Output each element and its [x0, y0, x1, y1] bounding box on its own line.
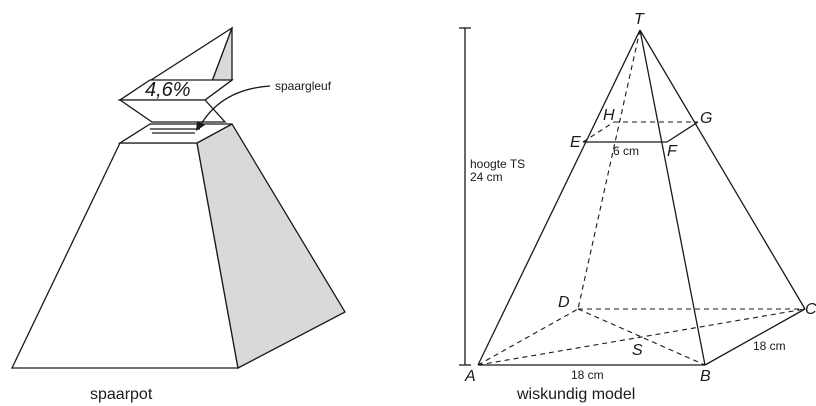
piggy-bank-drawing: 4,6% spaargleuf spaarpot — [10, 26, 346, 403]
vertex-H: H — [603, 107, 615, 124]
length-AB: 18 cm — [571, 368, 604, 382]
left-caption: spaarpot — [90, 386, 153, 403]
vertex-E: E — [570, 134, 581, 151]
edge-AD-hidden — [477, 308, 579, 366]
edge-FG — [666, 121, 699, 143]
vertex-S: S — [632, 342, 643, 359]
length-EF: 6 cm — [613, 144, 639, 158]
vertex-T: T — [634, 11, 645, 28]
edge-TD-hidden — [577, 29, 641, 310]
slot-arrow-line — [199, 85, 271, 127]
diagonal-AC-hidden — [477, 308, 806, 366]
sign-base — [117, 99, 227, 123]
vertex-A: A — [464, 368, 476, 385]
edge-TB — [639, 29, 706, 366]
height-label-line2: 24 cm — [470, 170, 503, 184]
vertex-C: C — [805, 301, 816, 318]
vertex-G: G — [700, 110, 712, 127]
slot-arrow-head — [196, 121, 205, 131]
edge-BC — [704, 308, 806, 366]
vertex-F: F — [667, 143, 678, 160]
edge-TC — [639, 29, 806, 310]
edge-TA — [477, 29, 641, 366]
edge-EH-hidden — [582, 121, 615, 143]
pyramid-model: hoogte TS 24 cm T H G E F D C S A B 6 cm… — [459, 11, 816, 403]
percent-label: 4,6% — [145, 79, 191, 101]
vertex-B: B — [700, 368, 711, 385]
slot-label: spaargleuf — [275, 79, 332, 93]
right-caption: wiskundig model — [516, 386, 635, 403]
length-BC: 18 cm — [753, 339, 786, 353]
vertex-D: D — [558, 294, 570, 311]
height-label-line1: hoogte TS — [470, 157, 525, 171]
